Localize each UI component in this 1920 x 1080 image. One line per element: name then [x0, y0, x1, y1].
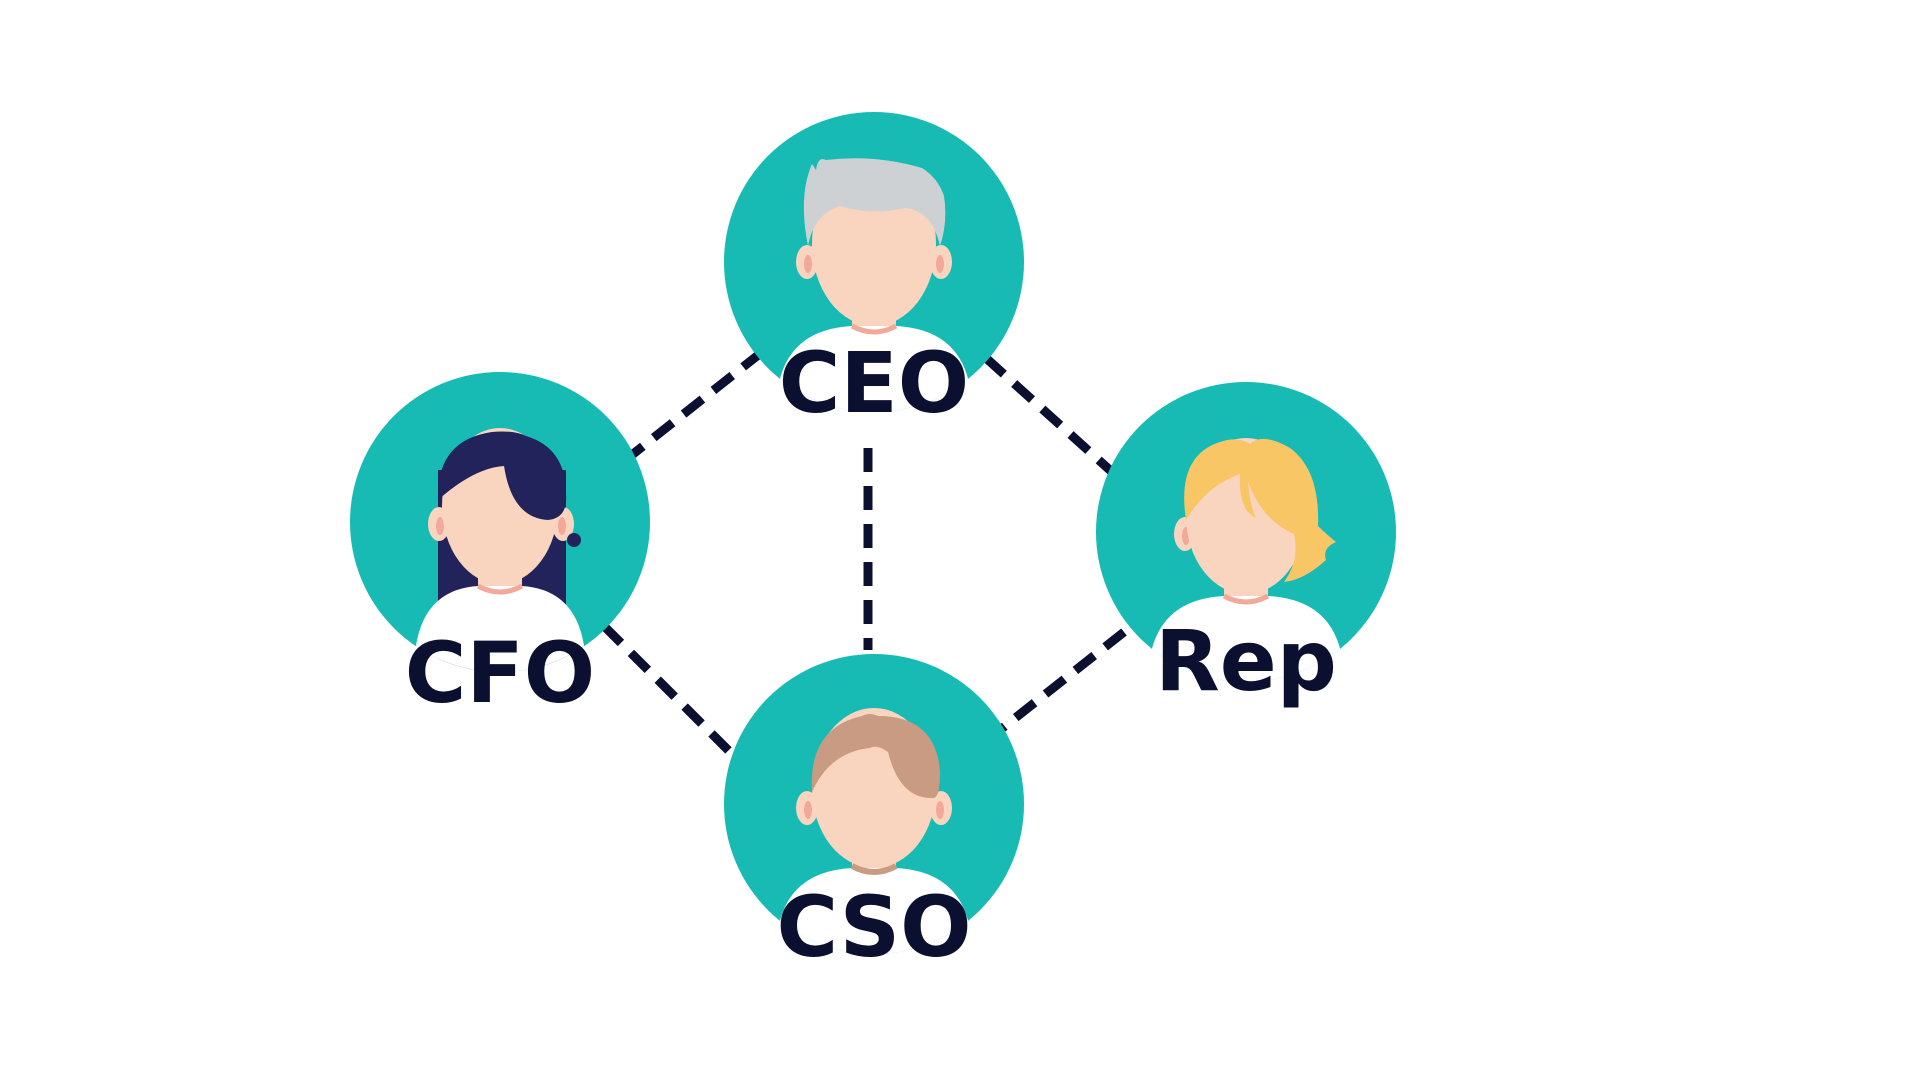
- person-cso-icon: [776, 708, 972, 954]
- person-cfo-icon: [414, 428, 586, 672]
- node-label-rep: Rep: [1155, 612, 1337, 710]
- node-ceo: CEO: [724, 112, 1024, 432]
- person-rep-icon: [1148, 438, 1344, 682]
- connectors: [600, 348, 1127, 756]
- node-label-ceo: CEO: [779, 334, 969, 432]
- node-rep: Rep: [1096, 382, 1396, 710]
- node-label-cfo: CFO: [405, 624, 595, 722]
- connector-rep-cso: [997, 628, 1127, 734]
- connector-ceo-rep: [982, 354, 1116, 476]
- person-ceo-icon: [776, 158, 972, 412]
- connector-cfo-cso: [600, 622, 734, 756]
- connector-ceo-cfo: [625, 348, 765, 462]
- node-cso: CSO: [724, 654, 1024, 976]
- node-cfo: CFO: [350, 372, 650, 722]
- node-label-cso: CSO: [776, 878, 971, 976]
